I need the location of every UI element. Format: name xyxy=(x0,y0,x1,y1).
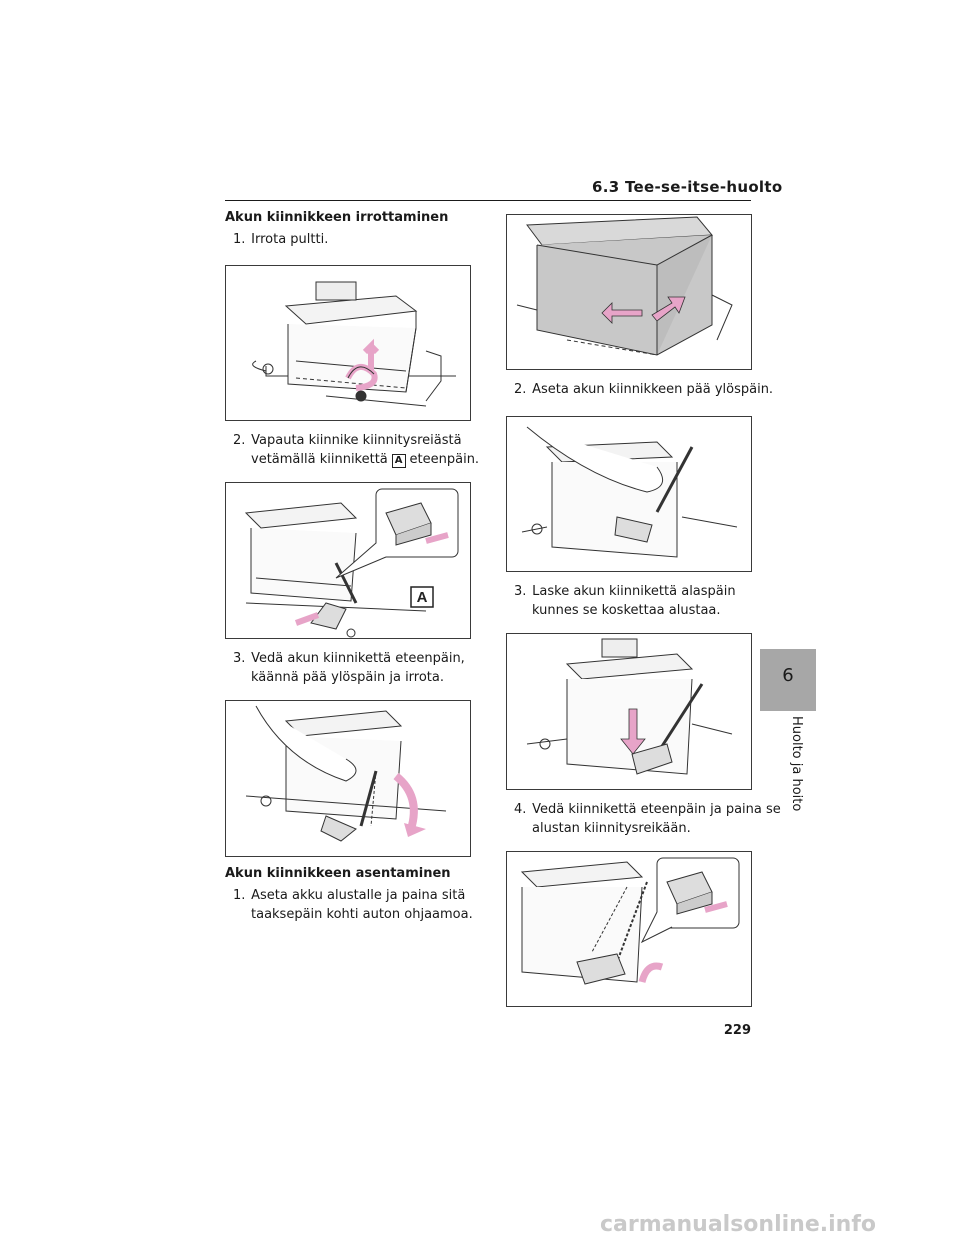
step-text-line2: käännä pää ylöspäin ja irrota. xyxy=(251,670,445,685)
step-release-clamp: 2. Vapauta kiinnike kiinnitysreiästä vet… xyxy=(233,431,479,469)
callout-zoom xyxy=(640,857,740,944)
pull-arrow-icon xyxy=(425,532,449,544)
pull-arrow-icon xyxy=(294,612,320,626)
figure-place-battery xyxy=(506,214,752,370)
step-text-line1: Aseta akku alustalle ja paina sitä xyxy=(251,888,466,903)
insert-clamp-illustration xyxy=(520,857,740,985)
step-number: 4. xyxy=(514,802,527,817)
step-number: 1. xyxy=(233,232,246,247)
push-back-arrow-icon xyxy=(601,302,643,324)
chapter-label: Huolto ja hoito xyxy=(788,716,808,836)
step-number: 2. xyxy=(233,433,246,448)
step-lower-clamp: 3. Laske akun kiinnikettä alaspäin kunne… xyxy=(514,582,736,620)
step-text: Irrota pultti. xyxy=(251,232,329,247)
step-pull-rotate: 3. Vedä akun kiinnikettä eteenpäin, kään… xyxy=(233,649,465,687)
section-divider xyxy=(225,200,751,201)
chapter-tab xyxy=(760,649,816,711)
hand-clamp-illustration xyxy=(245,705,447,842)
chapter-number: 6 xyxy=(782,665,794,686)
step-number: 3. xyxy=(233,651,246,666)
heading-installation: Akun kiinnikkeen asentaminen xyxy=(225,866,451,881)
step-text-line2: taaksepäin kohti auton ohjaamoa. xyxy=(251,907,473,922)
step-text: Aseta akun kiinnikkeen pää ylöspäin. xyxy=(532,382,774,397)
step-push-into-hole: 4. Vedä kiinnikettä eteenpäin ja paina s… xyxy=(514,800,781,838)
step-raise-end: 2. Aseta akun kiinnikkeen pää ylöspäin. xyxy=(514,380,773,399)
figure-lower-clamp xyxy=(506,633,752,790)
battery-clamp-illustration: A xyxy=(244,488,459,638)
curved-arrow-icon xyxy=(393,772,418,831)
step-text-line2b: eteenpäin. xyxy=(409,452,480,467)
rotate-arrow-icon xyxy=(345,338,380,391)
step-text-line2a: vetämällä kiinnikettä xyxy=(251,452,388,467)
lower-clamp-illustration xyxy=(526,638,733,775)
watermark: carmanualsonline.info xyxy=(600,1212,876,1237)
step-remove-bolt: 1. Irrota pultti. xyxy=(233,230,328,249)
step-number: 3. xyxy=(514,584,527,599)
step-text-line2: alustan kiinnitysreikään. xyxy=(532,821,691,836)
heading-removal: Akun kiinnikkeen irrottaminen xyxy=(225,210,449,225)
page-number: 229 xyxy=(723,1023,751,1038)
gray-battery-illustration xyxy=(516,216,733,356)
step-text-line1: Laske akun kiinnikettä alaspäin xyxy=(532,584,736,599)
label-a-marker xyxy=(410,586,434,608)
hand-raise-illustration xyxy=(521,426,738,558)
step-text-line1: Vapauta kiinnike kiinnitysreiästä xyxy=(251,433,462,448)
curved-arrow-icon xyxy=(638,962,664,983)
label-a-text: A xyxy=(417,589,428,606)
step-text-line1: Vedä kiinnikettä eteenpäin ja paina se xyxy=(532,802,781,817)
step-number: 2. xyxy=(514,382,527,397)
figure-raise-end xyxy=(506,416,752,572)
figure-remove-bolt xyxy=(225,265,471,421)
step-place-battery: 1. Aseta akku alustalle ja paina sitä ta… xyxy=(233,886,473,924)
figure-pull-rotate xyxy=(225,700,471,857)
label-a-box: A xyxy=(391,454,406,468)
push-arrow-icon xyxy=(704,901,728,913)
step-number: 1. xyxy=(233,888,246,903)
push-back-arrow-icon xyxy=(651,296,686,322)
step-text-line2: kunnes se koskettaa alustaa. xyxy=(532,603,721,618)
step-text-line1: Vedä akun kiinnikettä eteenpäin, xyxy=(251,651,465,666)
figure-release-clamp: A xyxy=(225,482,471,639)
down-arrow-icon xyxy=(620,708,646,755)
chapter-label-text: Huolto ja hoito xyxy=(789,716,804,812)
section-title: 6.3 Tee-se-itse-huolto xyxy=(592,178,783,196)
figure-push-into-hole xyxy=(506,851,752,1007)
battery-bolt-illustration xyxy=(252,281,456,407)
